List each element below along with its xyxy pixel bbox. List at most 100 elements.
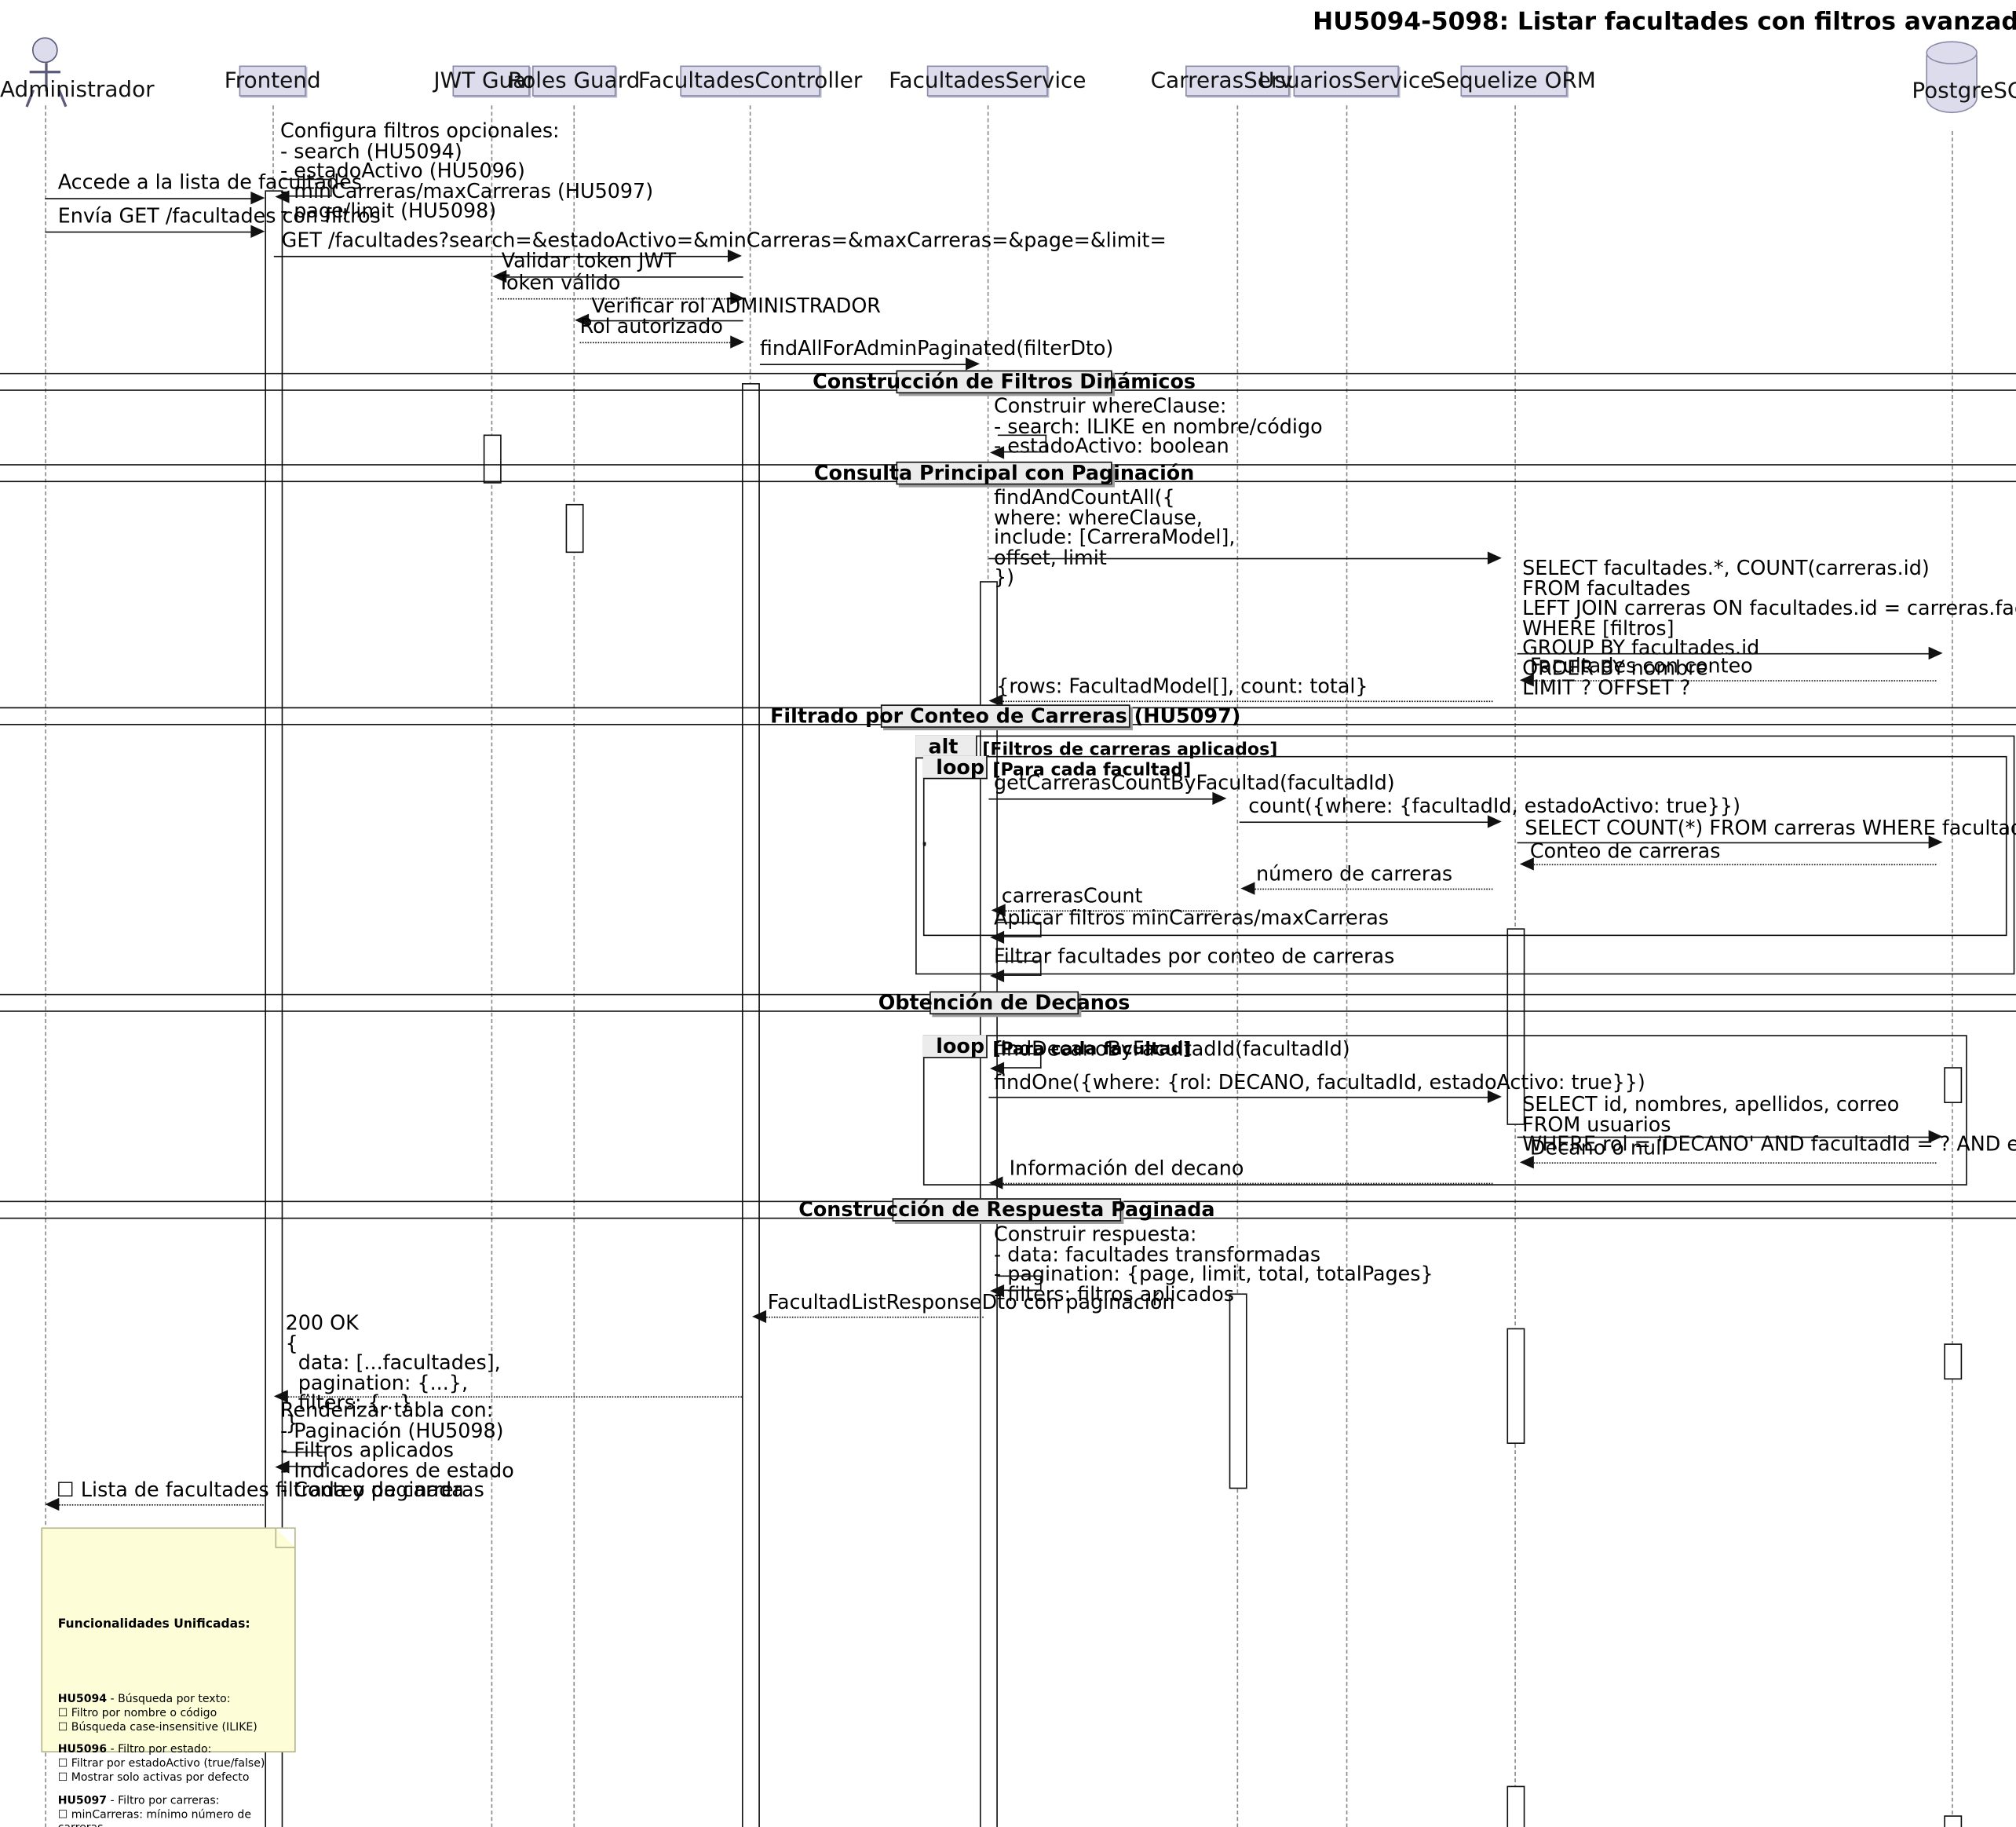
message-line-m14 — [996, 700, 1493, 703]
message-line-m1 — [45, 198, 256, 199]
message-line-m7 — [582, 320, 743, 322]
note-section-title: HU5096 - Filtro por estado: — [57, 1744, 212, 1757]
self-message-m23 — [997, 1053, 1042, 1069]
note-section-item: ☐ Filtro por nombre o código — [57, 1707, 217, 1720]
message-label-m26: Decano o null — [1529, 1136, 1667, 1160]
arrow-m29 — [752, 1310, 767, 1324]
lifeline-carreras-service — [1236, 105, 1239, 1827]
message-label-m20: carrerasCount — [1001, 884, 1143, 908]
message-label-m2: Configura filtros opcionales: - search (… — [280, 119, 654, 223]
arrow-m9 — [965, 357, 980, 371]
separator-s3: Filtrado por Conteo de Carreras (HU5097) — [770, 704, 1241, 728]
note-funcionalidades: Funcionalidades Unificadas: HU5094 - Bús… — [41, 1527, 296, 1827]
message-line-m12 — [1517, 652, 1934, 655]
participant-facultades-controller-top[interactable]: FacultadesController — [638, 65, 862, 97]
lifeline-jwt-guard — [491, 105, 493, 1827]
fragment-loop-decanos — [922, 1035, 1967, 1186]
message-label-m27: Información del decano — [1009, 1156, 1244, 1181]
message-label-m31: Renderizar tabla con: - Paginación (HU50… — [280, 1398, 514, 1502]
message-line-m29 — [759, 1316, 984, 1318]
note-section-item: ☐ minCarreras: mínimo número de carreras — [57, 1808, 252, 1827]
message-label-m19: número de carreras — [1256, 862, 1453, 886]
note-section: HU5096 - Filtro por estado:☐ Filtrar por… — [58, 1744, 279, 1785]
message-label-m11: findAndCountAll({ where: whereClause, in… — [993, 486, 1236, 590]
message-line-m15 — [988, 798, 1218, 800]
participant-roles-guard-top[interactable]: Roles Guard — [508, 65, 640, 97]
separator-s2: Consulta Principal con Paginación — [813, 461, 1195, 485]
participant-facultades-service-top[interactable]: FacultadesService — [889, 65, 1086, 97]
arrow-m15 — [1212, 791, 1227, 806]
message-label-m15: getCarrerasCountByFacultad(facultadId) — [993, 771, 1395, 795]
activation-postgres-query1 — [1944, 1067, 1963, 1104]
arrow-m17 — [1928, 835, 1943, 849]
arrow-m30 — [273, 1390, 288, 1403]
participant-usuarios-service-top[interactable]: UsuariosService — [1258, 65, 1433, 97]
arrow-m21 — [990, 930, 1005, 944]
actor-arms-top — [29, 71, 60, 73]
participant-sequelize-orm-top[interactable]: Sequelize ORM — [1432, 65, 1596, 97]
arrow-m6 — [730, 291, 745, 305]
arrow-m20 — [991, 904, 1006, 917]
message-label-m32: ☐ Lista de facultades filtrada y paginad… — [57, 1478, 464, 1502]
arrow-m7 — [575, 313, 590, 327]
note-header: Funcionalidades Unificadas: — [57, 1617, 250, 1632]
arrow-m23 — [990, 1061, 1005, 1076]
message-line-m5 — [500, 276, 743, 278]
message-label-m8: Rol autorizado — [579, 315, 723, 338]
message-line-m4 — [273, 255, 733, 258]
arrow-m10 — [990, 446, 1005, 459]
message-label-m4: GET /facultades?search=&estadoActivo=&mi… — [281, 228, 1167, 252]
participant-frontend-top[interactable]: Frontend — [225, 65, 321, 97]
arrow-m32 — [45, 1497, 60, 1511]
fragment-tab-alt: alt — [915, 735, 977, 759]
arrow-m16 — [1487, 815, 1502, 828]
note-section-item: ☐ Búsqueda case-insensitive (ILIKE) — [57, 1721, 257, 1734]
message-label-m6: Token válido — [497, 271, 621, 295]
message-line-m16 — [1239, 821, 1493, 824]
activation-orm-decano — [1507, 1785, 1525, 1827]
separator-s1: Construcción de Filtros Dinámicos — [813, 370, 1196, 394]
separator-s4: Obtención de Decanos — [878, 991, 1130, 1015]
message-label-m22: Filtrar facultades por conteo de carrera… — [993, 945, 1395, 969]
arrow-m27 — [988, 1176, 1003, 1189]
participant-label-postgresql-top: PostgreSQL — [1912, 78, 2016, 104]
fragment-tab-loop-2: loop — [922, 1034, 988, 1058]
message-line-m8 — [579, 342, 739, 344]
message-label-m10: Construir whereClause: - search: ILIKE e… — [993, 394, 1323, 458]
message-line-m9 — [759, 364, 971, 366]
fragment-spacer-5 — [922, 842, 926, 845]
database-top-ellipse — [1926, 41, 1978, 64]
fragment-loop-carreras — [922, 755, 2007, 937]
arrow-m2 — [275, 190, 290, 203]
activation-roles-guard — [565, 503, 584, 554]
lifeline-usuarios-service — [1346, 105, 1348, 1827]
self-message-m28 — [997, 1275, 1042, 1292]
fragment-tab-loop-1: loop — [922, 755, 988, 780]
message-line-m19 — [1248, 888, 1493, 890]
note-section: HU5094 - Búsqueda por texto:☐ Filtro por… — [58, 1694, 279, 1735]
separator-s5: Construcción de Respuesta Paginada — [798, 1198, 1215, 1222]
arrow-m24 — [1487, 1090, 1502, 1104]
message-label-m1: Accede a la lista de facultades — [57, 170, 363, 195]
message-label-m14: {rows: FacultadModel[], count: total} — [996, 674, 1368, 699]
message-label-m9: findAllForAdminPaginated(filterDto) — [759, 337, 1114, 360]
message-line-m17 — [1517, 842, 1934, 844]
lifeline-roles-guard — [573, 105, 575, 1827]
message-label-m18: Conteo de carreras — [1529, 839, 1721, 863]
message-label-m30: 200 OK { data: [...facultades], paginati… — [285, 1311, 501, 1434]
note-section-title: HU5097 - Filtro por carreras: — [57, 1794, 220, 1808]
message-label-m29: FacultadListResponseDto con paginación — [767, 1291, 1175, 1314]
arrow-m13 — [1519, 674, 1534, 687]
note-section-item: ☐ Filtrar por estadoActivo (true/false) — [57, 1757, 265, 1771]
arrow-m31 — [275, 1460, 290, 1474]
message-line-m20 — [999, 910, 1218, 912]
message-label-m7: Verificar rol ADMINISTRADOR — [591, 294, 881, 318]
message-line-m3 — [45, 231, 256, 233]
self-message-m21 — [997, 922, 1042, 937]
activation-postgres-count — [1944, 1343, 1963, 1380]
arrow-m8 — [730, 335, 745, 349]
participant-jwt-guard-top[interactable]: JWT Guard — [433, 65, 549, 97]
arrow-m1 — [250, 191, 265, 205]
message-line-m13 — [1527, 680, 1937, 681]
self-message-m31 — [283, 1451, 327, 1467]
